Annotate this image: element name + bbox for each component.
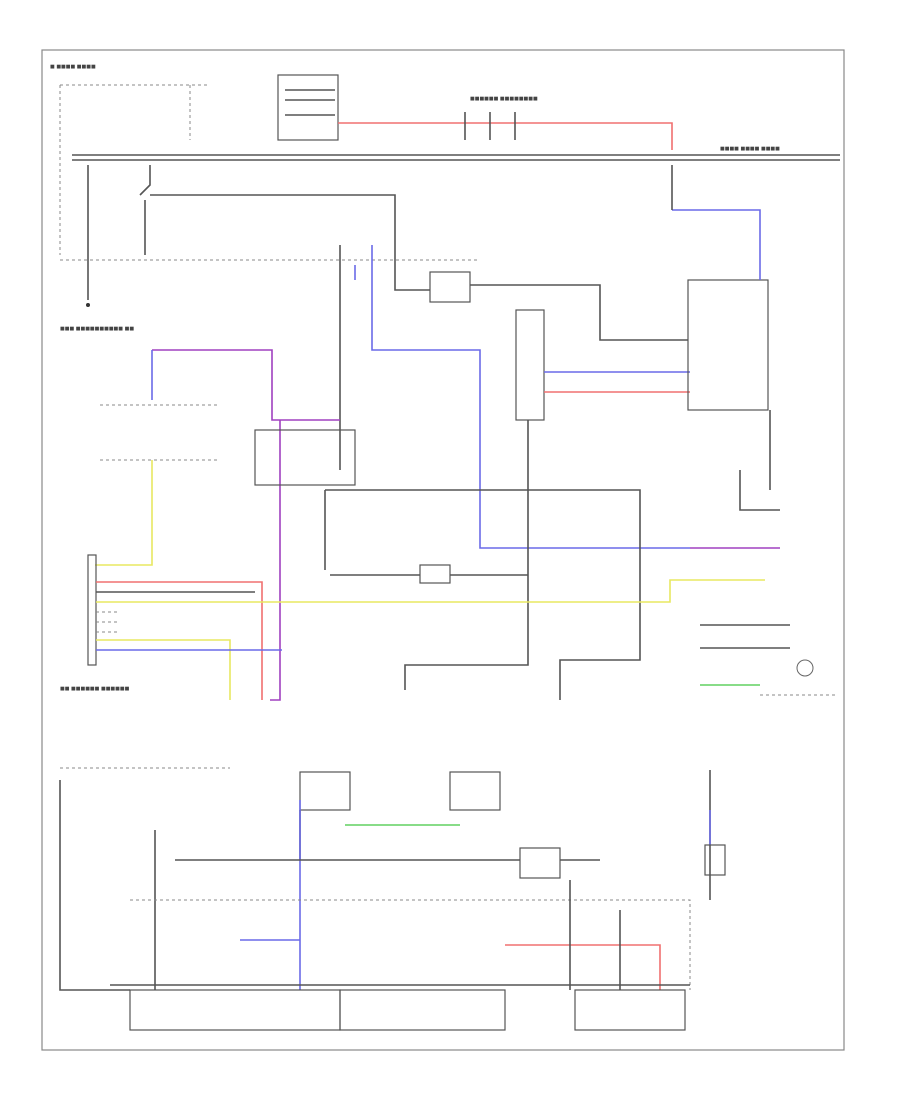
blower-relay	[339, 245, 690, 690]
bottom-modules	[59, 780, 691, 1031]
svg-text:■ ■■■■ ■■■■: ■ ■■■■ ■■■■	[50, 64, 96, 70]
svg-text:■■■■ ■■■■ ■■■■: ■■■■ ■■■■ ■■■■	[720, 146, 780, 152]
left-harness	[95, 349, 641, 701]
right-side-pins	[700, 624, 835, 696]
diagram-frame	[41, 49, 845, 1051]
pressure-switches	[60, 767, 600, 990]
left-relay: ■■■ ■■■■■■■■■■ ■■	[60, 165, 480, 332]
thermistor-block	[704, 770, 726, 900]
blower-motor	[671, 165, 780, 549]
top-fuse-section: ■ ■■■■ ■■■■ ■■■■■■ ■■■■■■■■ ■■■■ ■■■■ ■■…	[50, 64, 840, 255]
svg-text:■■■ ■■■■■■■■■■ ■■: ■■■ ■■■■■■■■■■ ■■	[60, 326, 134, 332]
svg-text:■■■■■■ ■■■■■■■■: ■■■■■■ ■■■■■■■■	[470, 96, 538, 102]
hvac-control-connector: ■■ ■■■■■■ ■■■■■■	[60, 554, 765, 700]
svg-text:■■ ■■■■■■ ■■■■■■: ■■ ■■■■■■ ■■■■■■	[60, 686, 130, 692]
